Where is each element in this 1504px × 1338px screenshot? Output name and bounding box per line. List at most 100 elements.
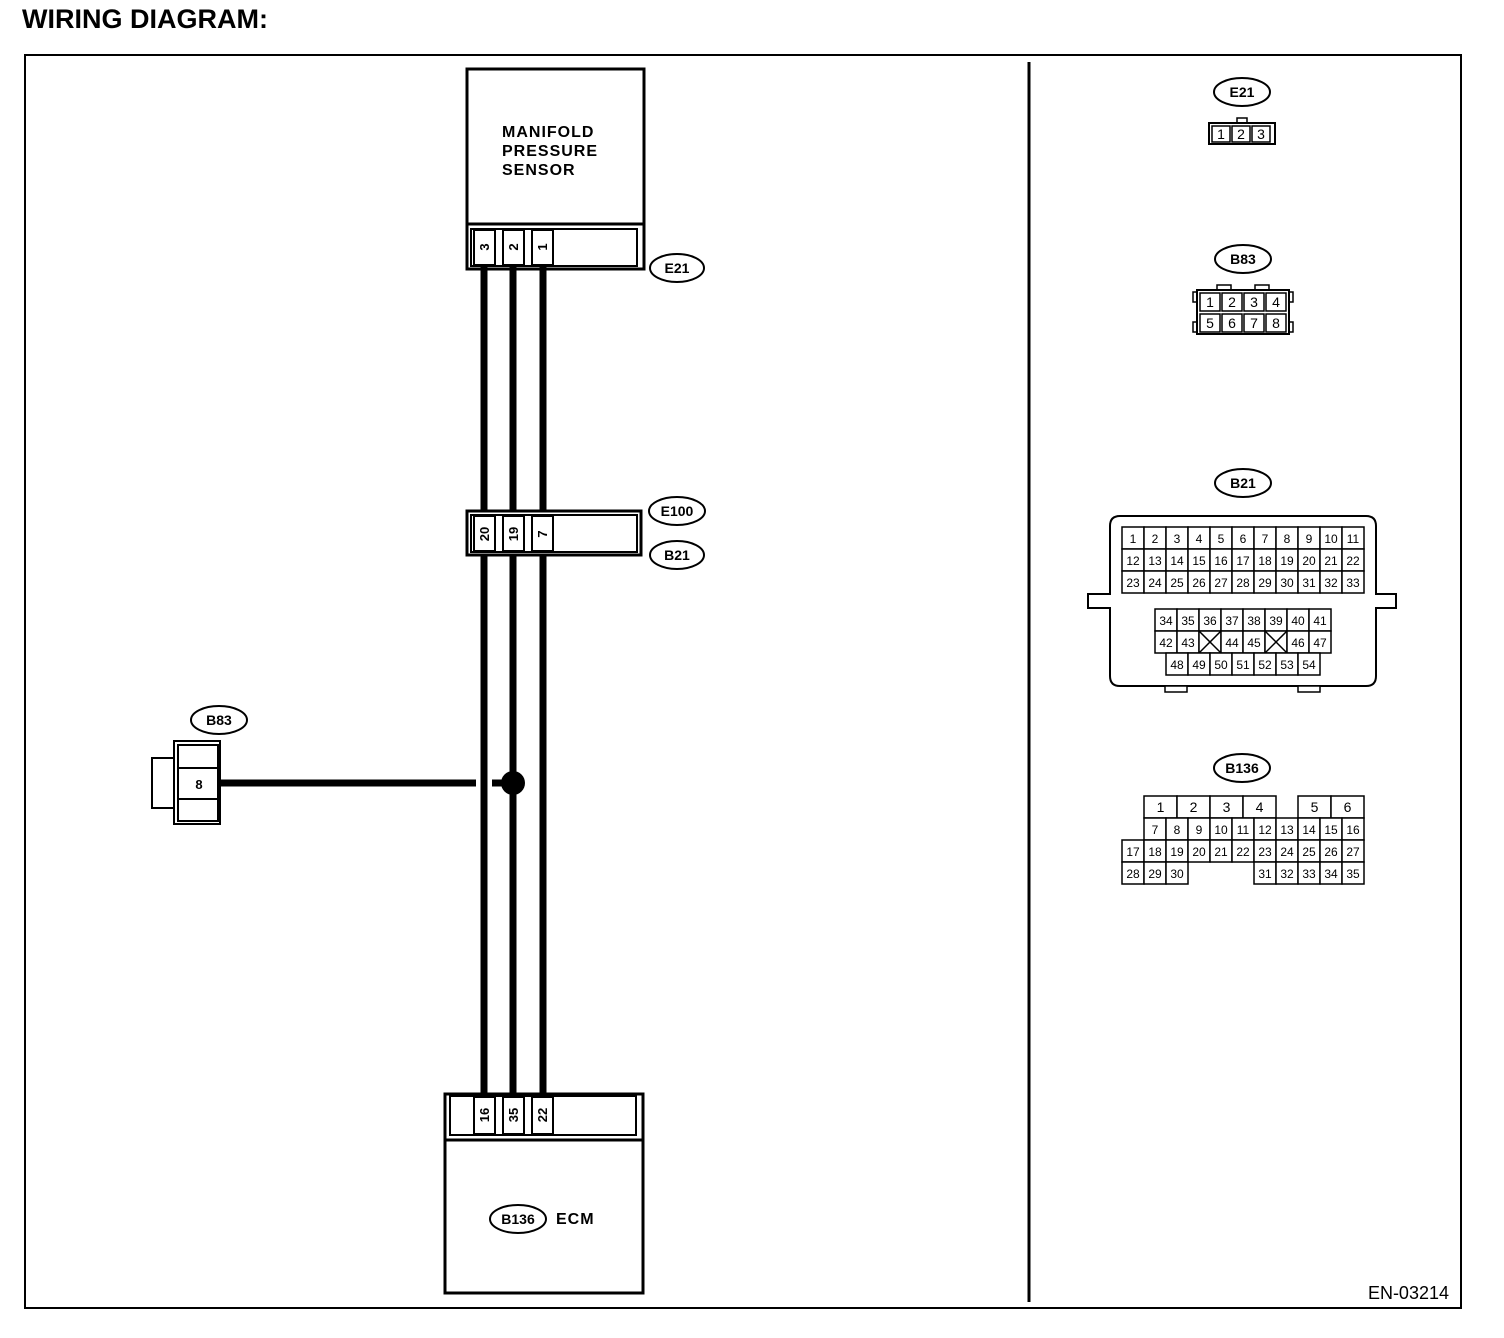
- splice-junction: [501, 771, 525, 795]
- b136-face-pin-27: 27: [1346, 845, 1360, 859]
- b136-face-pin-6: 6: [1344, 799, 1352, 815]
- sensor-label-line-2: PRESSURE: [502, 143, 598, 160]
- b136-face-pin-1: 1: [1157, 799, 1165, 815]
- e21-face-pin-1: 1: [1217, 126, 1225, 142]
- b136-pin-22: 22: [535, 1108, 550, 1122]
- b21-face-pin-51: 51: [1236, 658, 1250, 672]
- b83-face-pin-4: 4: [1272, 294, 1280, 310]
- b21-face-pin-48: 48: [1170, 658, 1184, 672]
- blocked-cavity-mark: [1264, 630, 1288, 654]
- e21-tag-label: E21: [665, 260, 690, 276]
- ecm-module: 16 35 22 B136 ECM: [443, 1092, 645, 1295]
- b83-face-pin-7: 7: [1250, 315, 1258, 331]
- b21-face-pin-38: 38: [1247, 614, 1261, 628]
- b136-face-pin-10: 10: [1214, 823, 1228, 837]
- b136-face-pin-28: 28: [1126, 867, 1140, 881]
- b136-face-pin-8: 8: [1174, 823, 1181, 837]
- b21-face-pin-36: 36: [1203, 614, 1217, 628]
- b83-face-pin-1: 1: [1206, 294, 1214, 310]
- b136-face-pin-13: 13: [1280, 823, 1294, 837]
- b83-face-cell: [1243, 313, 1265, 333]
- b83-face-pin-8: 8: [1272, 315, 1280, 331]
- b136-tag: [489, 1204, 547, 1234]
- b136-face-pin-11: 11: [1237, 823, 1250, 837]
- b136-face-pin-7: 7: [1152, 823, 1159, 837]
- b136-face-cell: [1165, 861, 1189, 885]
- b21-face-pin-46: 46: [1291, 636, 1305, 650]
- sensor-label-line-3: SENSOR: [502, 162, 576, 179]
- b136-face-pin-26: 26: [1324, 845, 1338, 859]
- b21-face-pin-32: 32: [1324, 576, 1338, 590]
- b21-face-label: B21: [1230, 475, 1256, 491]
- b21-tag-label: B21: [664, 547, 690, 563]
- b21-face-pin-28: 28: [1236, 576, 1250, 590]
- harness-wires: [220, 266, 547, 1096]
- e21-face-pin-3: 3: [1257, 126, 1265, 142]
- b136-face-pin-12: 12: [1258, 823, 1272, 837]
- b83-tag: B83: [190, 705, 248, 735]
- e21-pin-1: 1: [535, 243, 550, 250]
- e21-pin-2: 2: [506, 243, 521, 250]
- b21-face-pin-39: 39: [1269, 614, 1283, 628]
- b21-face-pin-12: 12: [1126, 554, 1140, 568]
- b21-face-pin-3: 3: [1174, 532, 1181, 546]
- e21-face-cell: [1251, 125, 1271, 143]
- b83-face-cell: [1199, 313, 1221, 333]
- e21-face-label: E21: [1230, 84, 1255, 100]
- e21-face-cell: [1231, 125, 1251, 143]
- b83-face-label: B83: [1230, 251, 1256, 267]
- b21-face-pin-37: 37: [1225, 614, 1239, 628]
- b21-pin-7: 7: [535, 530, 550, 537]
- b136-face-pin-17: 17: [1126, 845, 1140, 859]
- b21-face-pin-13: 13: [1148, 554, 1162, 568]
- b21-face-pin-27: 27: [1214, 576, 1228, 590]
- b21-face-pin-50: 50: [1214, 658, 1228, 672]
- b21-face-pin-34: 34: [1159, 614, 1173, 628]
- b83-connector: 8: [151, 740, 221, 825]
- b136-face-pin-3: 3: [1223, 799, 1231, 815]
- b83-face-cell: [1199, 292, 1221, 312]
- b21-face-pin-53: 53: [1280, 658, 1294, 672]
- ecm-label: ECM: [556, 1211, 595, 1228]
- e21-tag: E21: [649, 253, 705, 283]
- b21-face-pin-41: 41: [1313, 614, 1327, 628]
- manifold-pressure-sensor: MANIFOLD PRESSURE SENSOR 3 2 1: [465, 67, 646, 271]
- b136-face-pin-15: 15: [1324, 823, 1338, 837]
- e21-pin-cells: [473, 229, 554, 266]
- b136-face-pin-18: 18: [1148, 845, 1162, 859]
- b21-face-pin-21: 21: [1324, 554, 1338, 568]
- b136-face-pin-4: 4: [1256, 799, 1264, 815]
- b136-tag-label: B136: [501, 1211, 535, 1227]
- diagram-frame: [24, 54, 1462, 1309]
- b136-face-pin-34: 34: [1324, 867, 1338, 881]
- b136-face-pin-2: 2: [1190, 799, 1198, 815]
- b21-face-pin-11: 11: [1347, 532, 1360, 546]
- b83-face-cell: [1243, 292, 1265, 312]
- blocked-cavity-mark: [1198, 630, 1222, 654]
- b136-face-pin-5: 5: [1311, 799, 1319, 815]
- b21-face-pin-31: 31: [1302, 576, 1316, 590]
- b83-pin-8: 8: [195, 777, 202, 792]
- b83-tag-label: B83: [206, 712, 232, 728]
- b21-face-pin-22: 22: [1346, 554, 1360, 568]
- b83-face-pin-2: 2: [1228, 294, 1236, 310]
- b21-face-pin-40: 40: [1291, 614, 1305, 628]
- b21-face-pin-5: 5: [1218, 532, 1225, 546]
- b136-face-pin-23: 23: [1258, 845, 1272, 859]
- b21-face-pin-52: 52: [1258, 658, 1272, 672]
- b136-face-pin-20: 20: [1192, 845, 1206, 859]
- b136-face-pin-25: 25: [1302, 845, 1316, 859]
- e100-tag-label: E100: [661, 503, 694, 519]
- b21-face-pin-19: 19: [1280, 554, 1294, 568]
- b21-face-pin-43: 43: [1181, 636, 1195, 650]
- b21-face-pin-30: 30: [1280, 576, 1294, 590]
- b136-face-pin-22: 22: [1236, 845, 1250, 859]
- b136-face-pin-21: 21: [1214, 845, 1228, 859]
- b136-face-pin-14: 14: [1302, 823, 1316, 837]
- b21-face-pin-45: 45: [1247, 636, 1261, 650]
